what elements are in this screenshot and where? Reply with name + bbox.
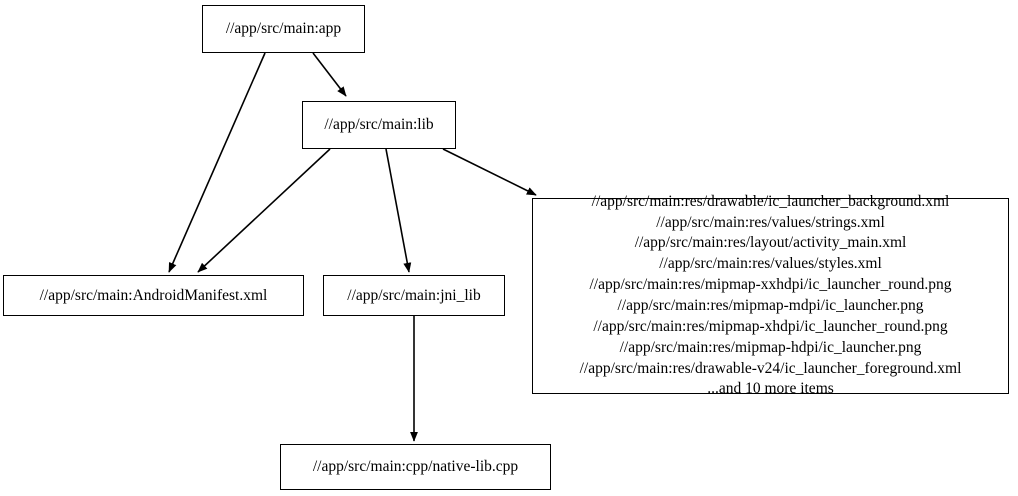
graph-node-lib-label: //app/src/main:lib [324,116,434,134]
graph-node-jni-lib-label: //app/src/main:jni_lib [347,286,481,304]
edge-app-to-manifest [168,52,266,273]
graph-node-res-group[interactable]: //app/src/main:res/drawable/ic_launcher_… [532,193,1009,397]
graph-node-res-group-label: //app/src/main:res/drawable/ic_launcher_… [579,192,962,398]
edge-lib-to-jni-lib [385,148,412,273]
graph-node-lib[interactable]: //app/src/main:lib [302,101,456,149]
graph-node-native-lib-cpp[interactable]: //app/src/main:cpp/native-lib.cpp [280,444,551,490]
graph-node-native-lib-cpp-label: //app/src/main:cpp/native-lib.cpp [312,458,519,476]
graph-node-android-manifest-label: //app/src/main:AndroidManifest.xml [39,286,268,304]
graph-node-android-manifest[interactable]: //app/src/main:AndroidManifest.xml [3,275,304,316]
edge-app-to-lib [312,52,347,97]
graph-node-app-label: //app/src/main:app [225,20,342,38]
edge-lib-to-manifest [197,148,331,273]
edge-lib-to-res-group [442,148,537,196]
graph-node-jni-lib[interactable]: //app/src/main:jni_lib [323,275,505,316]
graph-node-app[interactable]: //app/src/main:app [202,5,365,53]
